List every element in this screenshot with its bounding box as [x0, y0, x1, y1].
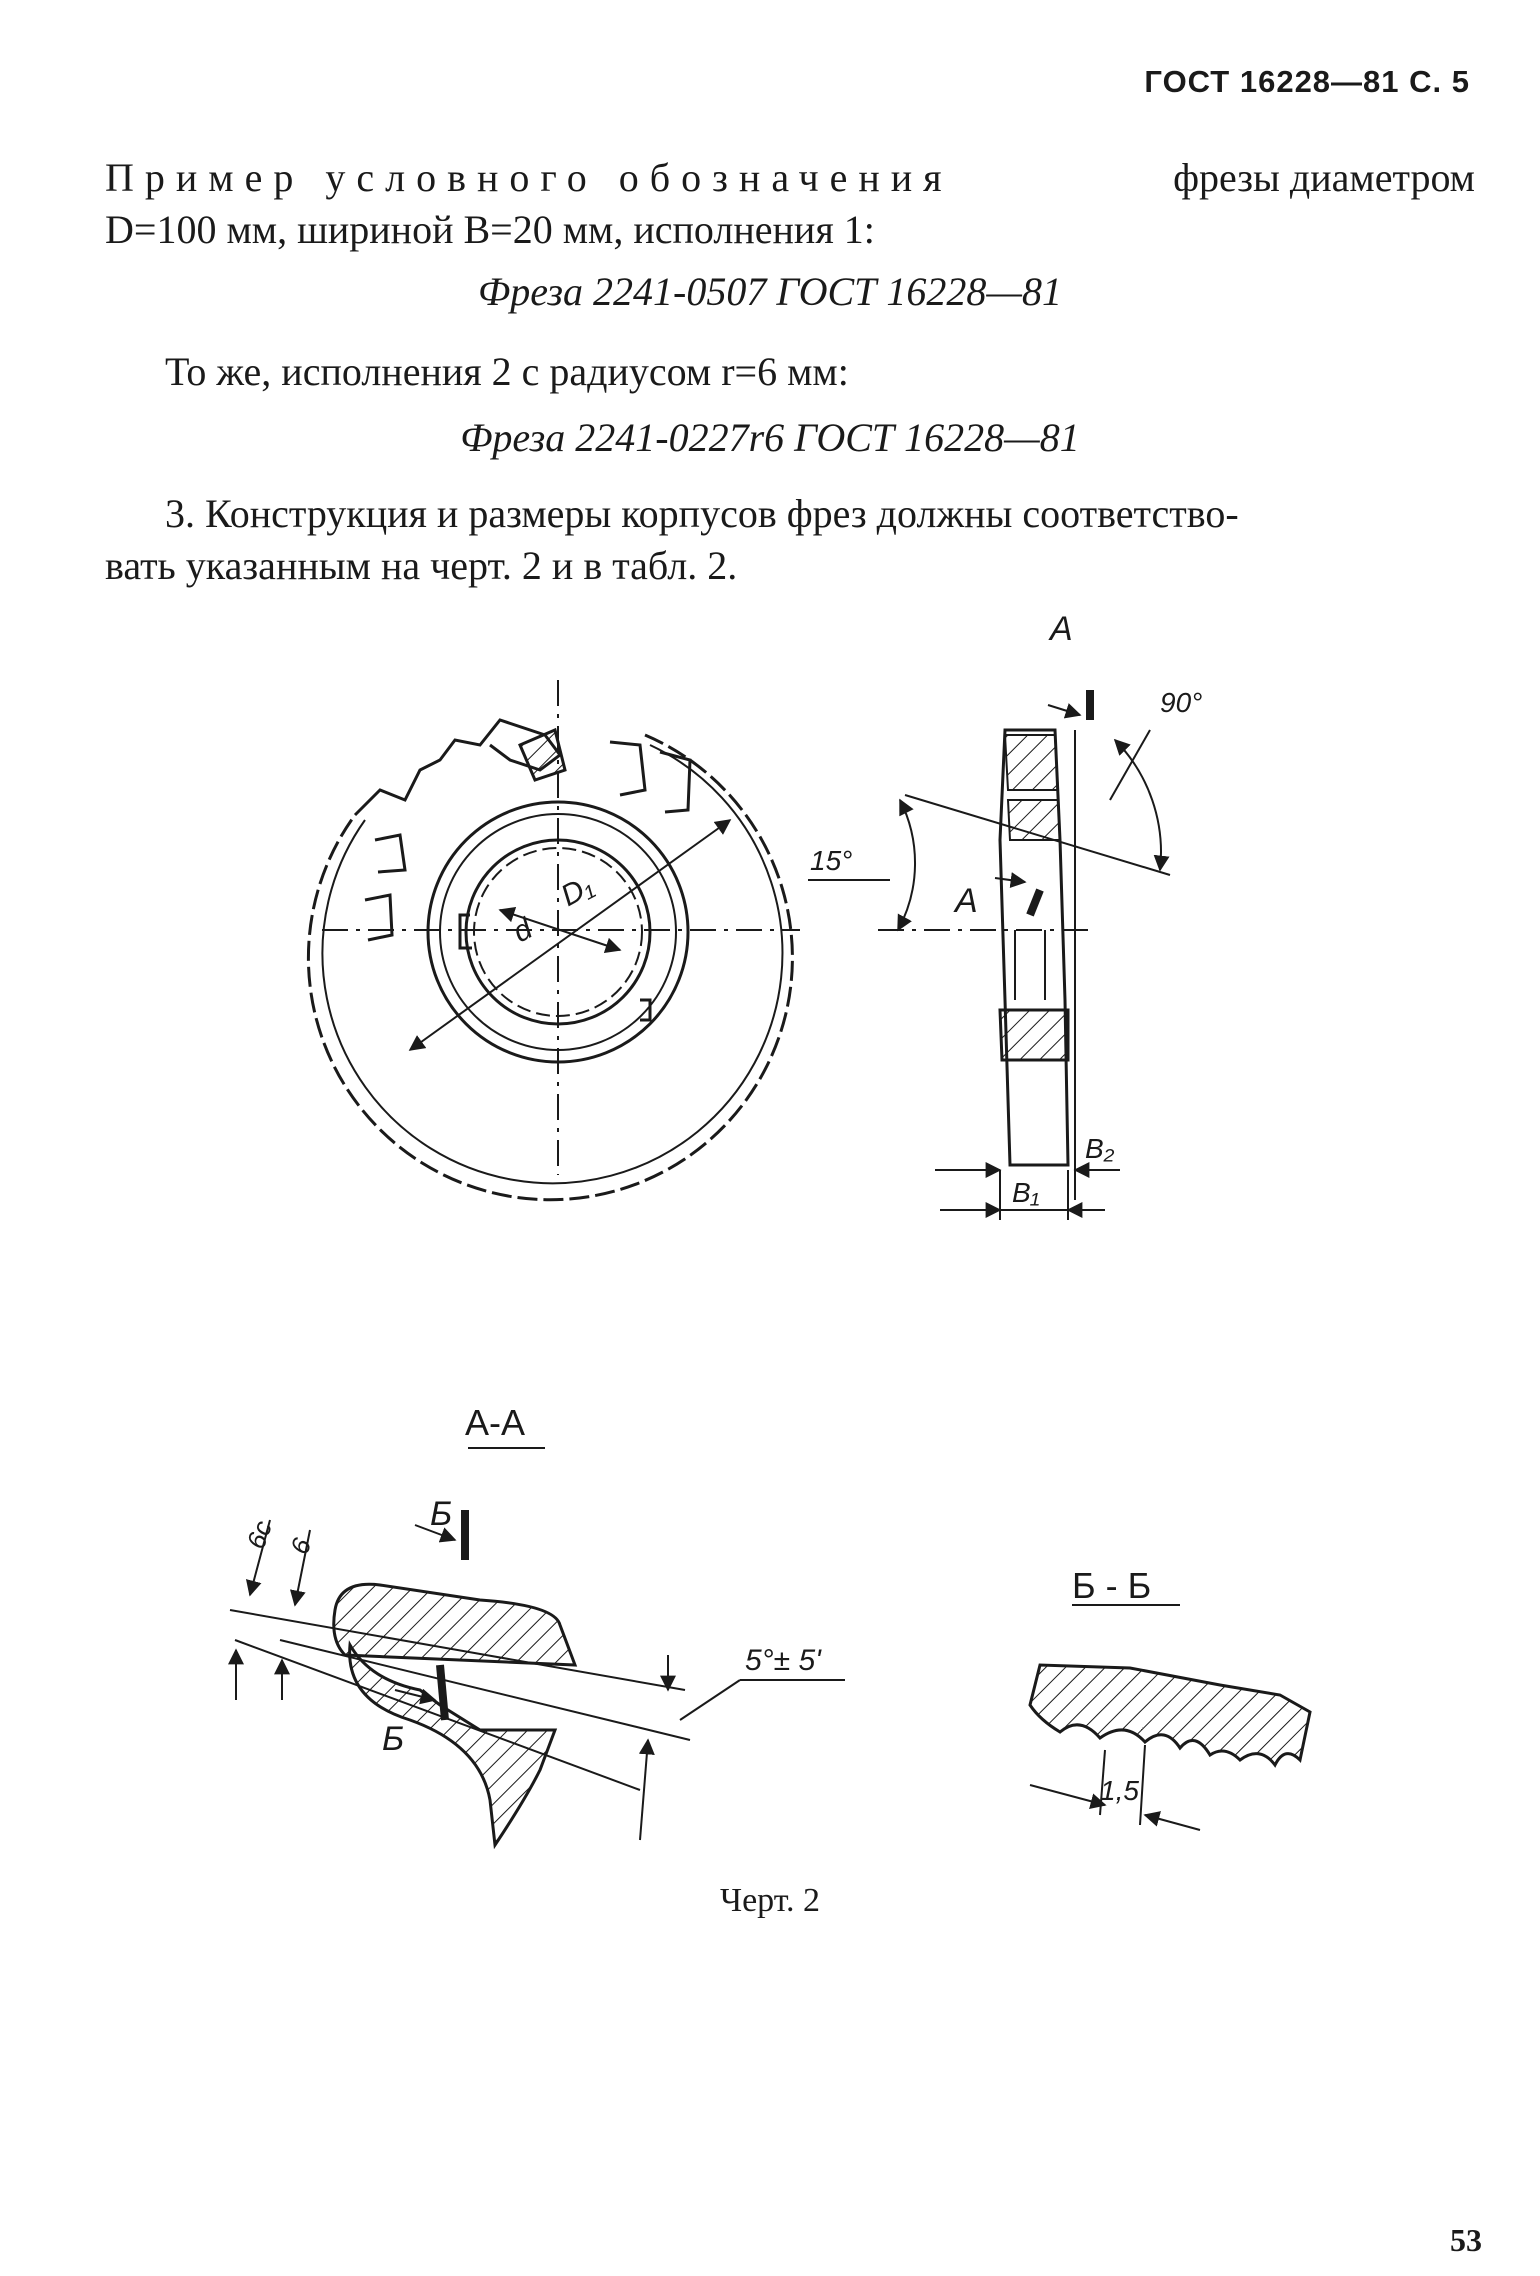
example-line2: D=100 мм, шириной B=20 мм, исполнения 1: — [105, 207, 875, 252]
page-header: ГОСТ 16228—81 С. 5 — [1144, 64, 1470, 99]
view-aa-label: А-А — [465, 1402, 525, 1443]
figure-caption: Черт. 2 — [719, 1882, 821, 1919]
dim-D1-label: D₁ — [556, 869, 599, 913]
item-3-line2: вать указанным на черт. 2 и в табл. 2. — [105, 543, 738, 588]
section-bb — [1028, 1604, 1312, 1831]
side-view — [808, 690, 1171, 1220]
item-3-paragraph: 3. Конструкция и размеры корпусов фрез д… — [105, 488, 1475, 592]
designation-2: Фреза 2241-0227r6 ГОСТ 16228—81 — [460, 415, 1080, 460]
dim-B2-label: B₂ — [1085, 1133, 1115, 1164]
angle-5-label: 5°± 5' — [745, 1644, 822, 1677]
angle-90-label: 90° — [1160, 687, 1202, 718]
section-aa — [228, 1447, 845, 1850]
dim-6-label: 6 — [284, 1534, 317, 1558]
example-line1-end: фрезы диаметром — [1173, 155, 1475, 200]
b-bottom-label: Б — [382, 1720, 404, 1758]
designation-1: Фреза 2241-0507 ГОСТ 16228—81 — [478, 269, 1062, 314]
front-view — [306, 680, 800, 1202]
example-lead-text: Пример условного обозначения — [105, 155, 953, 200]
angle-15-label: 15° — [810, 845, 852, 876]
section-a-top-label: А — [1048, 610, 1073, 648]
dim-15-label: 1,5 — [1100, 1775, 1139, 1806]
item-3-line1: 3. Конструкция и размеры корпусов фрез д… — [165, 491, 1239, 536]
example-paragraph: Пример условного обозначения фрезы диаме… — [105, 152, 1475, 256]
section-a-mid-label: А — [953, 882, 978, 920]
dim-B1-label: B₁ — [1012, 1177, 1040, 1208]
dim-6c-label: 6c — [240, 1517, 278, 1553]
page-number: 53 — [1450, 2222, 1482, 2258]
b-top-label: Б — [430, 1495, 452, 1533]
same-with-radius: То же, исполнения 2 с радиусом r=6 мм: — [165, 349, 849, 394]
view-bb-label: Б - Б — [1072, 1565, 1151, 1606]
dim-d-label: d — [508, 912, 539, 950]
